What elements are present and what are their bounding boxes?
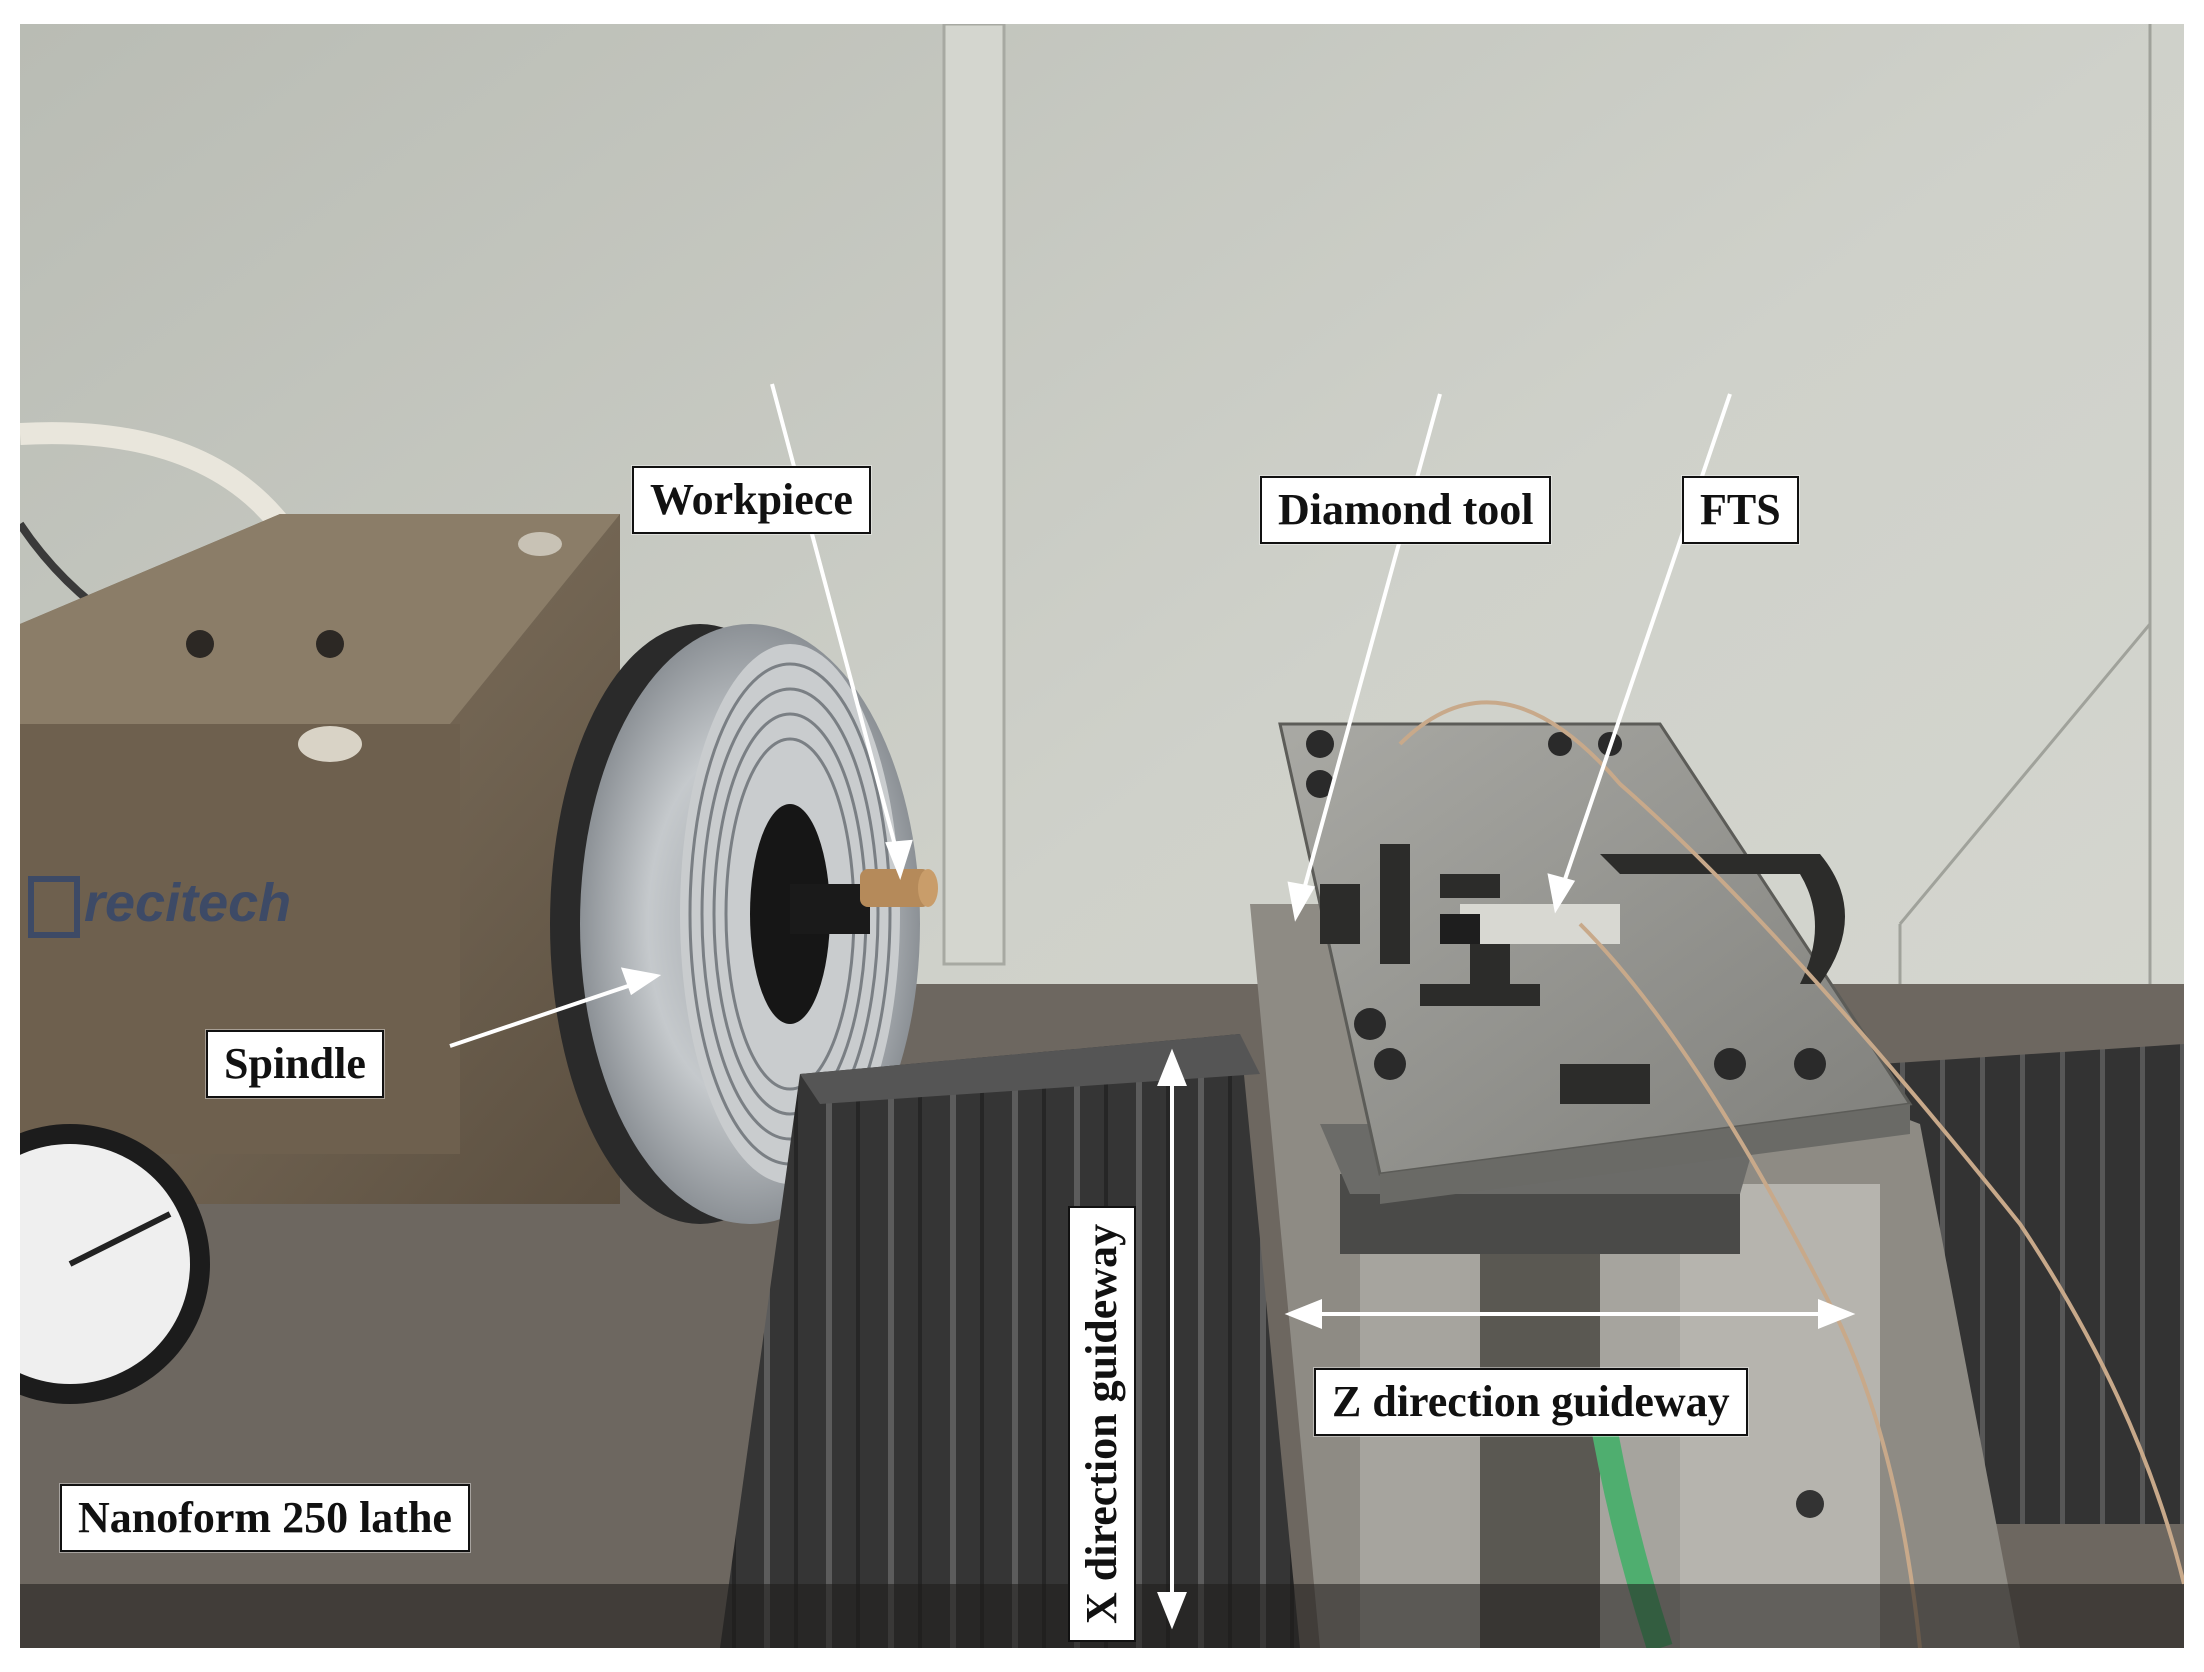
sensor-cable xyxy=(1398,700,2184,1585)
fts-label: FTS xyxy=(1682,476,1799,544)
workpiece-label: Workpiece xyxy=(632,466,871,534)
z-guideway-label: Z direction guideway xyxy=(1314,1368,1748,1436)
diamond-tool-label: Diamond tool xyxy=(1260,476,1552,544)
coolant-hose xyxy=(20,422,289,531)
brand-logo-mark xyxy=(28,875,80,938)
x-guideway-label: X direction guideway xyxy=(1068,1205,1136,1642)
x-guideway-bellows xyxy=(720,1034,1300,1648)
lathe-label: Nanoform 250 lathe xyxy=(60,1484,470,1552)
spindle-label: Spindle xyxy=(206,1030,384,1098)
brand-logo: recitech xyxy=(28,872,291,938)
wall-panel-seam xyxy=(942,24,1006,966)
brand-text: recitech xyxy=(84,873,292,933)
diamond-tool xyxy=(1440,914,1480,944)
lathe-setup-photo: recitech Workpiece Diamond tool FTS Spin… xyxy=(20,24,2184,1648)
workpiece-pointer xyxy=(770,383,902,865)
workpiece-rod xyxy=(860,869,930,907)
spindle-pointer xyxy=(449,980,641,1048)
